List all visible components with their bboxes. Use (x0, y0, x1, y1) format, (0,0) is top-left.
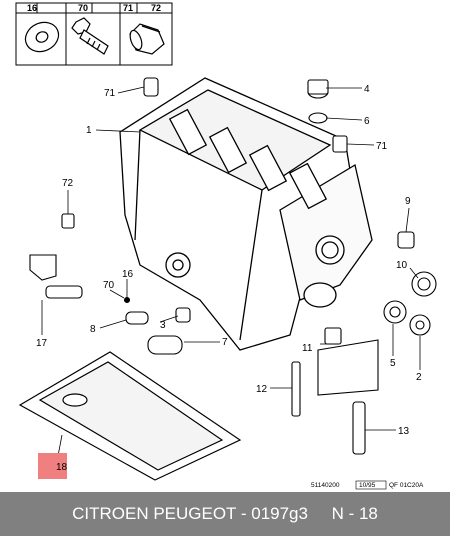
callout-16: 16 (122, 269, 134, 280)
footer-bar: CITROEN PEUGEOT - 0197g3 N - 18 (0, 492, 450, 536)
callout-10: 10 (396, 260, 408, 271)
callout-70: 70 (103, 280, 115, 291)
leader-lines (41, 86, 421, 457)
legend-num-71: 71 (123, 3, 133, 13)
callout-71-top: 71 (104, 88, 116, 99)
bolt-icon (71, 17, 109, 55)
callout-2: 2 (416, 372, 422, 383)
legend-num-70: 70 (78, 3, 88, 13)
footer-caption: CITROEN PEUGEOT - 0197g3 N - 18 (72, 504, 378, 523)
exploded-parts-diagram: 16 70 71 72 (15, 2, 437, 490)
callout-3: 3 (160, 320, 166, 331)
callout-18: 18 (56, 462, 68, 473)
callout-72: 72 (62, 178, 74, 189)
callout-8: 8 (90, 324, 96, 335)
callout-71-right: 71 (376, 141, 388, 152)
callout-5: 5 (390, 358, 396, 369)
callout-1: 1 (86, 125, 92, 136)
callout-4: 4 (364, 84, 370, 95)
callout-11: 11 (302, 343, 313, 354)
callout-9: 9 (405, 196, 411, 207)
engine-block (119, 77, 373, 351)
part-18-highlight (38, 453, 67, 479)
callout-13: 13 (398, 426, 410, 437)
callout-12: 12 (256, 384, 268, 395)
parts-legend (15, 2, 173, 66)
plug-icon (129, 23, 165, 55)
legend-num-72: 72 (151, 3, 161, 13)
legend-num-16: 16 (27, 3, 37, 13)
parts-small (29, 77, 437, 455)
callout-6: 6 (364, 116, 370, 127)
callout-7: 7 (222, 337, 228, 348)
drawing-number: 51140200 (311, 482, 340, 489)
oil-pan-gasket (18, 351, 242, 481)
drawing-date: 10/95 (359, 482, 376, 489)
callout-17: 17 (36, 338, 48, 349)
washer-icon (24, 21, 60, 53)
drawing-reference: QF 01C20A (389, 482, 424, 489)
